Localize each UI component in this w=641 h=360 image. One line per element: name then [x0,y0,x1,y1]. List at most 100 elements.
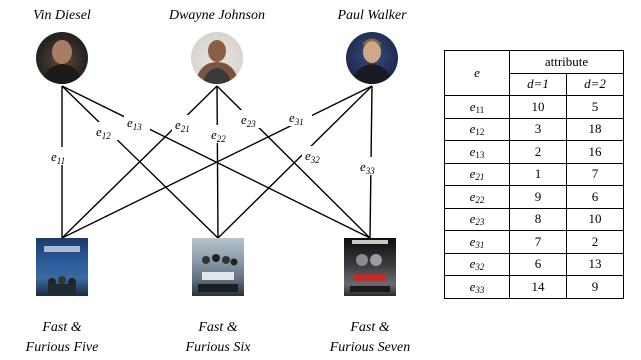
header-e: e [444,50,510,96]
cell-d2: 16 [566,140,624,164]
edge-label-23-base: e [241,112,247,127]
edge-label-11-base: e [51,149,57,164]
edge-label-21-sub: 21 [181,124,190,134]
person-icon [352,38,392,84]
edge-label-33: e33 [360,159,375,176]
row-label-sub: 13 [475,149,485,160]
table-row: e21 1 7 [444,162,624,186]
table-row: e23 8 10 [444,207,624,231]
row-label-sub: 22 [475,194,485,205]
row-label-sub: 21 [475,172,485,183]
movie-title-seven-line2: Furious Seven [329,340,411,355]
edge-label-33-sub: 33 [365,166,376,176]
cell-d2: 9 [566,275,624,299]
row-label-sub: 32 [475,262,485,273]
row-label-base: e [469,143,476,159]
movie-poster-icon [350,240,390,292]
table-row: e33 14 9 [444,275,624,299]
row-label-base: e [469,98,476,114]
actor-name-paul-walker: Paul Walker [337,8,407,23]
movie-title-five: Fast & Furious Five [0,318,132,358]
movie-title-six: Fast & Furious Six [148,318,288,358]
edge-label-32: e32 [305,148,320,165]
attribute-table: e attribute d=1 d=2 e11 10 5 e12 3 18 e1… [444,50,624,299]
edge-label-13: e13 [127,115,142,132]
row-label-sub: 23 [475,217,485,228]
edge-label-13-base: e [127,115,133,130]
movie-title-five-line2: Furious Five [25,340,99,355]
edge-label-12-sub: 12 [102,131,112,141]
table-row: e31 7 2 [444,230,624,254]
edge-label-23: e23 [241,112,256,129]
header-attribute: attribute [509,50,624,74]
avatar-dwayne-johnson [191,32,243,84]
actor-name-vin-diesel: Vin Diesel [33,8,91,23]
table-header-row: e attribute [444,50,624,96]
edge-label-11: e11 [51,149,65,166]
row-label-sub: 31 [475,239,485,250]
row-label-sub: 12 [475,127,485,138]
header-d2: d=2 [566,72,624,96]
movie-title-seven-line1: Fast & [350,320,390,335]
edge-label-21-base: e [175,117,181,132]
table-row: e11 10 5 [444,95,624,119]
poster-fast-furious-five [36,238,88,296]
cell-d1: 3 [509,117,567,141]
edge-label-22-base: e [211,127,217,142]
person-icon [195,40,239,84]
cell-d2: 18 [566,117,624,141]
edge-21-line [61,85,218,239]
movie-title-seven: Fast & Furious Seven [300,318,440,358]
poster-fast-furious-seven [344,238,396,296]
table-row: e22 9 6 [444,185,624,209]
cell-d2: 5 [566,95,624,119]
edge-label-22-sub: 22 [217,134,227,144]
person-icon [42,40,82,84]
actor-name-dwayne-johnson: Dwayne Johnson [168,8,266,23]
cell-d1: 10 [509,95,567,119]
edge-label-31-sub: 31 [294,117,304,127]
movie-poster-icon [44,246,80,294]
cell-d1: 7 [509,230,567,254]
edge-label-12: e12 [96,124,111,141]
table-row: e12 3 18 [444,117,624,141]
row-label-base: e [469,121,476,137]
edge-label-31: e31 [289,110,304,127]
row-label-base: e [469,166,476,182]
edge-label-33-base: e [360,159,366,174]
movie-title-six-line2: Furious Six [185,340,251,355]
cell-d1: 2 [509,140,567,164]
cell-d1: 6 [509,252,567,276]
cell-d2: 10 [566,207,624,231]
cell-d1: 14 [509,275,567,299]
cell-d1: 8 [509,207,567,231]
edge-label-32-sub: 32 [310,155,321,165]
table-row: e32 6 13 [444,252,624,276]
edge-label-31-base: e [289,110,295,125]
edge-31-line [61,85,373,239]
edge-32-line [217,85,373,239]
poster-fast-furious-six [192,238,244,296]
edge-label-22: e22 [211,127,226,144]
movie-poster-icon [198,254,238,292]
edge-label-11-sub: 11 [57,156,65,166]
row-label-sub: 11 [475,104,485,115]
edge-label-21: e21 [175,117,190,134]
cell-d2: 13 [566,252,624,276]
cell-d1: 9 [509,185,567,209]
edge-label-13-sub: 13 [133,122,143,132]
row-label-base: e [469,278,476,294]
cell-d2: 7 [566,162,624,186]
cell-d2: 2 [566,230,624,254]
movie-title-five-line1: Fast & [42,320,82,335]
cell-d1: 1 [509,162,567,186]
movie-title-six-line1: Fast & [198,320,238,335]
edge-label-32-base: e [305,148,311,163]
header-d1: d=1 [509,72,567,96]
avatar-vin-diesel [36,32,88,84]
row-label-sub: 33 [475,284,485,295]
edge-label-23-sub: 23 [247,119,257,129]
table-row: e13 2 16 [444,140,624,164]
edge-label-12-base: e [96,124,102,139]
